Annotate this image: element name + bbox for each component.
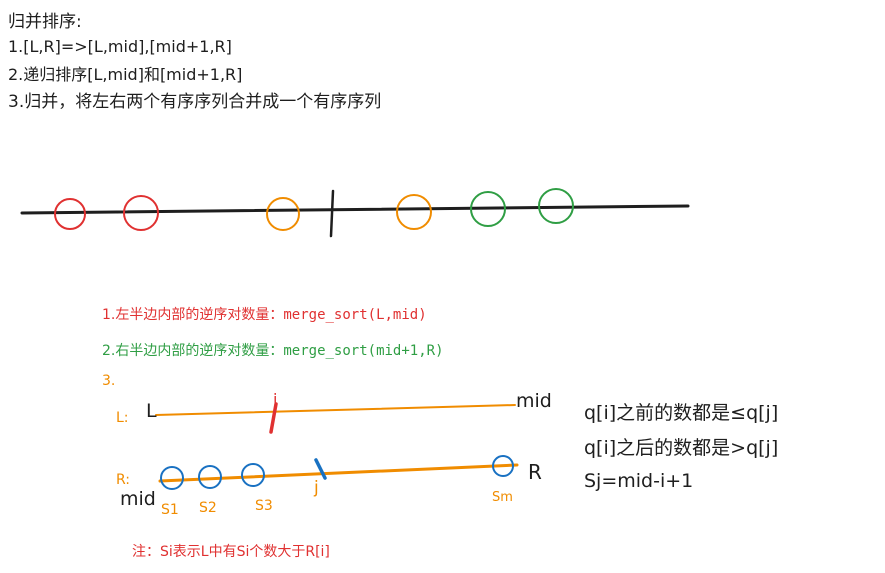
note-line1: q[i]之前的数都是≤q[j]	[584, 402, 779, 424]
right-segment-label: R:	[116, 472, 131, 488]
left-segment-end: mid	[516, 390, 552, 412]
left-segment-start: L	[146, 400, 157, 422]
sm-label: Sm	[492, 490, 513, 505]
header-step3: 3.归并，将左右两个有序序列合并成一个有序序列	[8, 92, 382, 112]
i-pointer-label: i	[273, 390, 278, 409]
sm-circle	[492, 455, 514, 477]
count-item2-code: merge_sort(mid+1,R)	[283, 343, 444, 359]
left-segment-line	[155, 404, 516, 416]
left-segment-label: L:	[116, 410, 129, 426]
header-step2: 2.递归排序[L,mid]和[mid+1,R]	[8, 65, 243, 84]
right-segment-line	[158, 463, 519, 483]
s2-circle	[198, 465, 222, 489]
red-circle-2	[123, 195, 159, 231]
count-item1: 1.左半边内部的逆序对数量：merge_sort(L,mid)	[102, 304, 427, 324]
s1-label: S1	[161, 502, 179, 518]
main-line	[20, 204, 690, 215]
j-pointer-label: j	[314, 478, 319, 498]
count-item2: 2.右半边内部的逆序对数量：merge_sort(mid+1,R)	[102, 340, 444, 360]
orange-circle-2	[396, 194, 432, 230]
note-line3: Sj=mid-i+1	[584, 470, 694, 492]
green-circle-2	[538, 188, 574, 224]
footnote: 注：Si表示L中有Si个数大于R[i]	[132, 544, 330, 560]
right-segment-start: mid	[120, 488, 156, 510]
s1-circle	[160, 466, 184, 490]
s3-circle	[241, 463, 265, 487]
count-item1-code: merge_sort(L,mid)	[283, 307, 427, 323]
right-segment-end: R	[528, 460, 542, 484]
orange-circle-1	[266, 197, 300, 231]
s3-label: S3	[255, 498, 273, 514]
note-line2: q[i]之后的数都是>q[j]	[584, 437, 779, 459]
count-item1-label: 1.左半边内部的逆序对数量：	[102, 307, 284, 323]
s2-label: S2	[199, 500, 217, 516]
count-item3: 3.	[102, 373, 116, 389]
divider-tick	[329, 189, 335, 238]
red-circle-1	[54, 198, 86, 230]
header-title: 归并排序:	[8, 12, 82, 32]
green-circle-1	[470, 191, 506, 227]
i-pointer-mark	[269, 402, 278, 434]
header-step1: 1.[L,R]=>[L,mid],[mid+1,R]	[8, 37, 232, 56]
count-item2-label: 2.右半边内部的逆序对数量：	[102, 343, 284, 359]
j-pointer-mark	[314, 458, 327, 480]
